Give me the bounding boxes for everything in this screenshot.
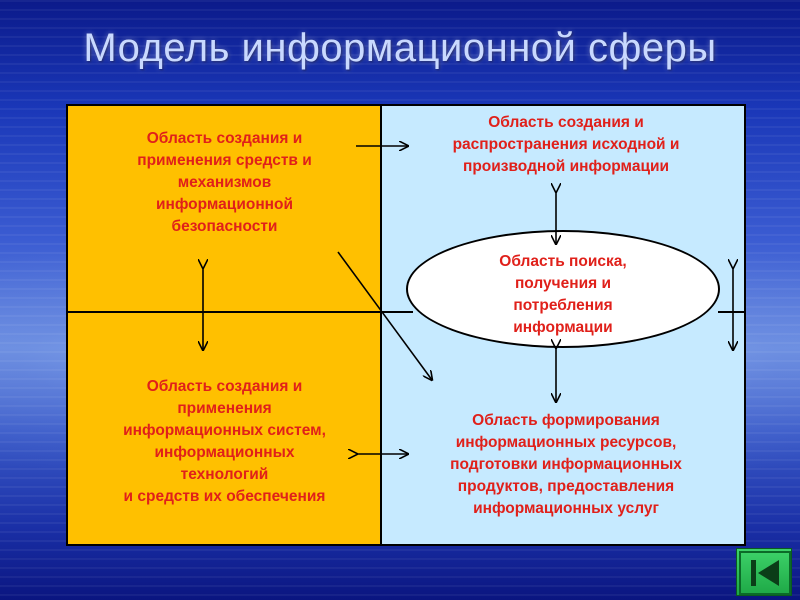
text-line: Область поиска, <box>499 253 627 270</box>
information-resources-area-text: Область формирования информационных ресу… <box>386 410 744 520</box>
text-line: информационных ресурсов, <box>455 434 677 451</box>
text-line: и средств их обеспечения <box>123 488 326 505</box>
horizontal-divider-left <box>68 311 381 313</box>
text-line: распространения исходной и <box>452 136 680 153</box>
text-line: применения средств и <box>137 152 312 169</box>
text-line: производной информации <box>462 158 670 175</box>
skip-back-icon <box>739 551 791 595</box>
information-systems-area-text: Область создания и применения информацио… <box>68 376 381 508</box>
text-line: получения и <box>514 275 612 292</box>
left-panel <box>68 106 381 544</box>
text-line: Область формирования <box>472 412 660 429</box>
text-line: Область создания и <box>146 130 303 147</box>
text-line: информационных услуг <box>473 500 659 517</box>
text-line: Область создания и <box>488 114 644 131</box>
information-consumption-area-text: Область поиска, получения и потребления … <box>406 251 720 339</box>
security-area-text: Область создания и применения средств и … <box>68 128 381 238</box>
back-nav-button[interactable] <box>736 548 792 596</box>
text-line: информационных систем, <box>123 422 326 439</box>
text-line: информации <box>513 319 613 336</box>
text-line: информационных <box>154 444 295 461</box>
diagram: Область создания и применения средств и … <box>66 104 746 546</box>
text-line: потребления <box>513 297 613 314</box>
text-line: безопасности <box>171 218 278 235</box>
text-line: информационной <box>155 196 294 213</box>
text-line: продуктов, предоставления <box>457 478 675 495</box>
text-line: механизмов <box>177 174 272 191</box>
text-line: технологий <box>180 466 269 483</box>
text-line: применения <box>177 400 272 417</box>
horizontal-divider-right <box>718 311 744 313</box>
text-line: подготовки информационных <box>450 456 682 473</box>
text-line: Область создания и <box>146 378 303 395</box>
information-creation-area-text: Область создания и распространения исход… <box>386 112 744 178</box>
slide-title: Модель информационной сферы <box>83 26 717 70</box>
